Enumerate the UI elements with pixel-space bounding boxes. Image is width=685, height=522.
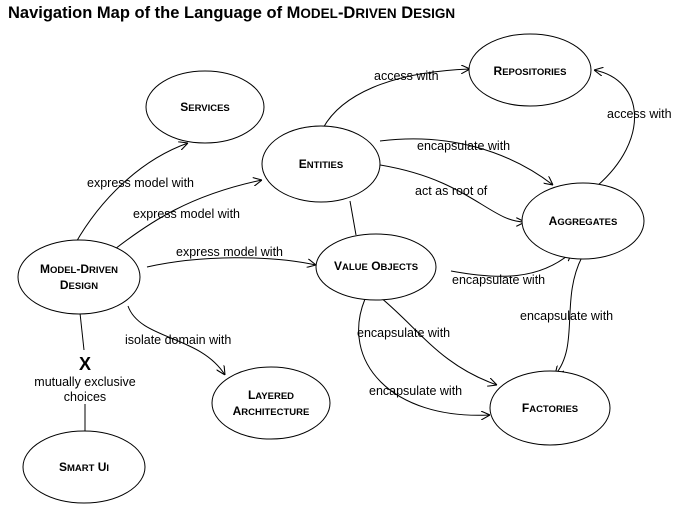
node-factories: FACTORIES (489, 370, 611, 446)
edge-label-entities-repositories: access with (374, 69, 439, 83)
edge-aggregates-factories (555, 256, 583, 375)
edge-entities-aggregates-encapsulate (379, 138, 553, 185)
node-factories-label: FACTORIES (522, 401, 578, 415)
node-model-driven-design: MODEL-DRIVEN DESIGN (17, 239, 141, 315)
edge-mdd-value-objects (146, 257, 316, 267)
edge-label-value-objects-factories-2: encapsulate with (369, 384, 462, 398)
edge-label-mdd-services: express model with (87, 176, 194, 190)
node-model-driven-design-label-1: MODEL-DRIVEN (40, 262, 118, 276)
node-layered-architecture-label-1: LAYERED (248, 388, 294, 402)
edge-entities-aggregates-root (379, 164, 525, 222)
node-repositories-label: REPOSITORIES (494, 64, 567, 78)
edge-value-objects-aggregates (450, 252, 572, 277)
node-aggregates: AGGREGATES (521, 182, 645, 260)
edge-label-entities-aggregates-encapsulate: encapsulate with (417, 139, 510, 153)
edge-aggregates-repositories (594, 70, 635, 187)
edge-value-objects-factories-1 (379, 296, 497, 385)
node-repositories: REPOSITORIES (468, 33, 592, 107)
node-value-objects: VALUE OBJECTS (315, 233, 437, 301)
edge-label-aggregates-factories: encapsulate with (520, 309, 613, 323)
edge-label-mdd-layered: isolate domain with (125, 333, 231, 347)
node-aggregates-label: AGGREGATES (549, 214, 618, 228)
node-entities: ENTITIES (261, 125, 381, 203)
node-layered-architecture: LAYERED ARCHITECTURE (211, 366, 331, 440)
edge-label-mdd-entities: express model with (133, 207, 240, 221)
node-value-objects-label: VALUE OBJECTS (334, 259, 418, 273)
mutually-exclusive-label-2: choices (64, 390, 106, 404)
edge-entities-value-objects (349, 200, 357, 236)
edge-value-objects-factories-2 (358, 298, 490, 415)
node-model-driven-design-label-2: DESIGN (60, 278, 98, 292)
edge-label-value-objects-aggregates: encapsulate with (452, 273, 545, 287)
node-smart-ui: SMART UI (22, 430, 146, 504)
mutually-exclusive-label-1: mutually exclusive (34, 375, 135, 389)
node-smart-ui-label: SMART UI (59, 460, 109, 474)
mutually-exclusive-x-mark: X (79, 354, 91, 374)
edge-label-entities-aggregates-root: act as root of (415, 184, 488, 198)
edge-entities-repositories (321, 69, 470, 131)
page-title-text: Navigation Map of the Language of MODEL-… (8, 4, 456, 22)
edge-label-aggregates-repositories: access with (607, 107, 672, 121)
node-entities-label: ENTITIES (299, 157, 343, 171)
node-layered-architecture-label-2: ARCHITECTURE (233, 404, 310, 418)
edge-mdd-smart-ui-upper (79, 312, 85, 351)
edge-mdd-layered-architecture (127, 305, 225, 375)
node-services: SERVICES (145, 70, 265, 144)
edge-label-mdd-value-objects: express model with (176, 245, 283, 259)
edge-label-value-objects-factories-1: encapsulate with (357, 326, 450, 340)
page-title: Navigation Map of the Language of MODEL-… (8, 4, 455, 23)
edge-mdd-services (74, 143, 188, 245)
node-services-label: SERVICES (180, 100, 230, 114)
edge-mdd-entities (114, 180, 262, 250)
